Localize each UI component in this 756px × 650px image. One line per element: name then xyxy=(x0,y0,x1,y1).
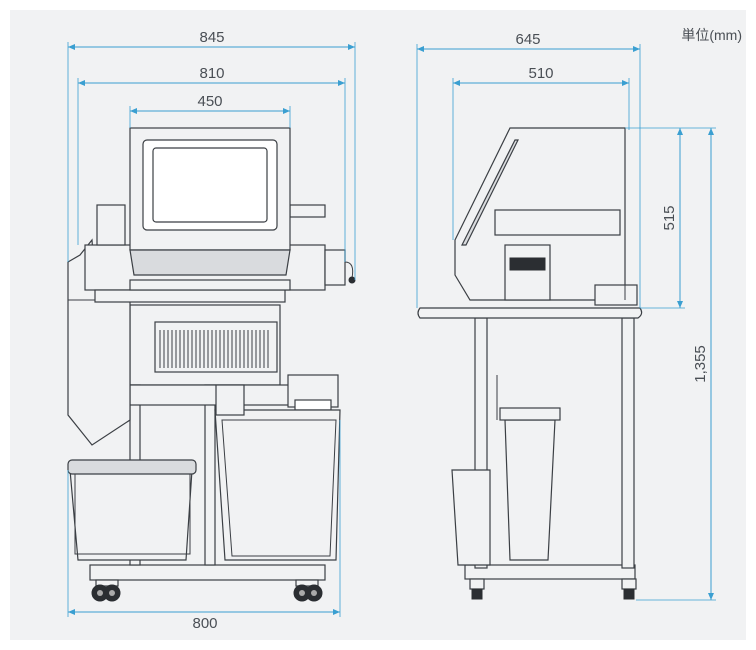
dim-845: 845 xyxy=(199,29,224,46)
front-view xyxy=(67,127,356,602)
dim-515: 515 xyxy=(661,205,678,230)
front-casters xyxy=(89,564,326,602)
side-view xyxy=(417,127,643,600)
dim-450: 450 xyxy=(197,93,222,110)
dim-800: 800 xyxy=(192,615,217,632)
dim-1355: 1,355 xyxy=(692,345,709,383)
dim-645: 645 xyxy=(515,31,540,48)
dimension-lines xyxy=(67,42,716,617)
unit-label: 単位(mm) xyxy=(681,27,742,43)
dim-810: 810 xyxy=(199,65,224,82)
dim-510: 510 xyxy=(528,65,553,82)
